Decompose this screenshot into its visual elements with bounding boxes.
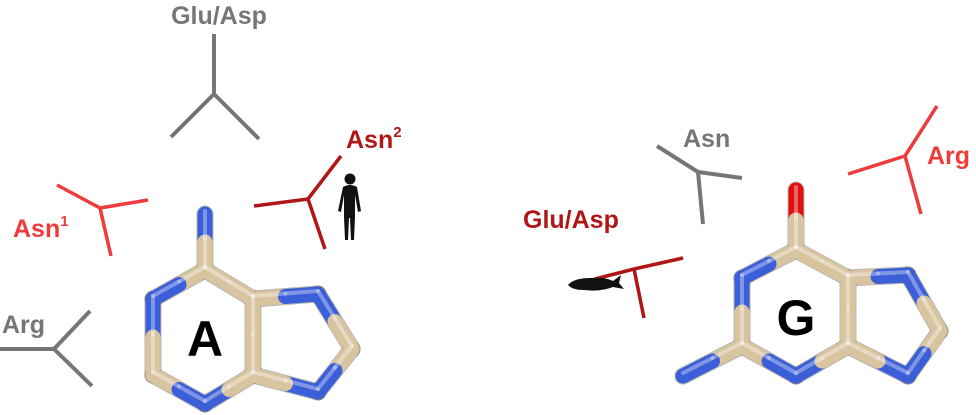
asn1-fork bbox=[56, 183, 149, 257]
base-letter-a: A bbox=[187, 311, 223, 367]
label-asn2-superscript: 2 bbox=[393, 124, 401, 141]
right-panel: Asn Arg Glu/Asp G bbox=[523, 105, 970, 385]
label-asn2-base: Asn bbox=[346, 126, 393, 154]
label-arg-right: Arg bbox=[927, 142, 970, 170]
label-glu-asp-right: Glu/Asp bbox=[523, 206, 619, 234]
label-asn1-superscript: 1 bbox=[60, 213, 68, 230]
label-asn1-base: Asn bbox=[13, 215, 60, 243]
glu-asp-fork-right bbox=[594, 256, 684, 319]
arg-fork-left bbox=[0, 309, 94, 388]
arg-fork-right bbox=[847, 105, 939, 215]
label-asn-right: Asn bbox=[683, 125, 730, 153]
fish-silhouette-icon bbox=[568, 275, 624, 291]
label-asn1: Asn1 bbox=[13, 213, 69, 243]
asn-fork-right bbox=[655, 144, 743, 225]
base-letter-g: G bbox=[777, 290, 816, 346]
adenine-molecule bbox=[144, 205, 361, 413]
guanine-molecule bbox=[674, 181, 949, 385]
label-glu-asp-left: Glu/Asp bbox=[171, 2, 267, 30]
human-silhouette-icon bbox=[338, 173, 361, 240]
glu-asp-fork-top bbox=[169, 34, 261, 141]
asn2-fork bbox=[253, 154, 343, 250]
label-asn2: Asn2 bbox=[346, 124, 402, 154]
left-panel: Glu/Asp Asn2 Asn1 Arg A bbox=[0, 2, 402, 413]
label-arg-left: Arg bbox=[2, 311, 45, 339]
